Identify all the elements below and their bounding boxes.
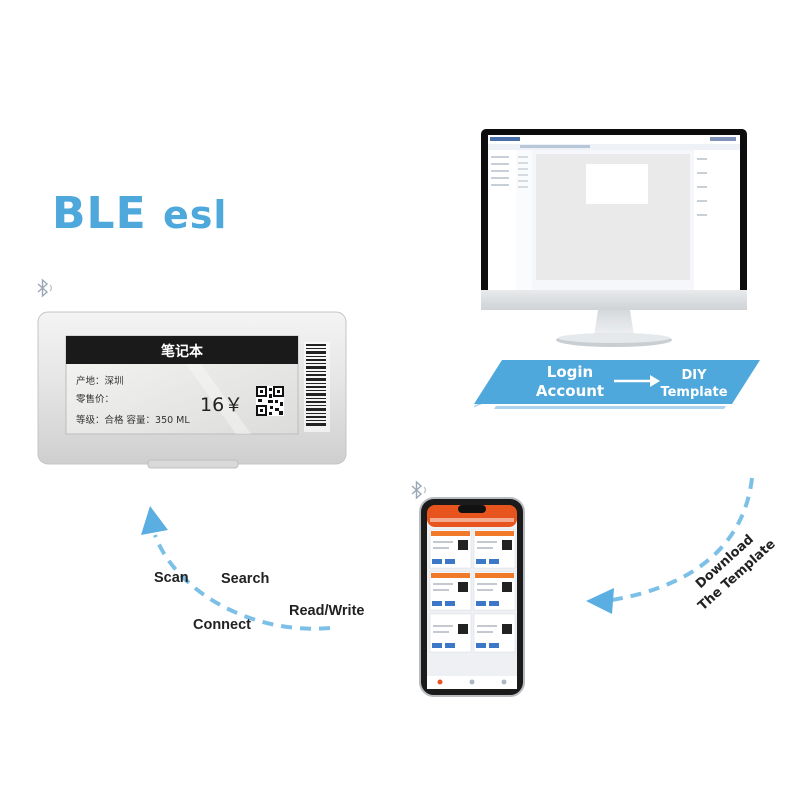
tag-product-name: 笔记本	[161, 343, 204, 360]
title-main: BLE	[52, 188, 163, 239]
app-template-grid	[429, 529, 516, 653]
step-read-write: Read/Write	[289, 603, 365, 619]
bluetooth-icon	[37, 278, 53, 298]
step-login: Login	[547, 363, 593, 381]
download-arrow-head	[586, 588, 614, 614]
step-template: Template	[660, 385, 727, 400]
step-scan: Scan	[154, 570, 189, 586]
download-arrow-path	[611, 477, 754, 602]
step-diy: DIY	[681, 368, 707, 383]
step-account: Account	[536, 382, 604, 400]
tag-grade-capacity: 等级：合格 容量：350 ML	[76, 414, 190, 426]
ble-arrow-path	[153, 534, 331, 631]
barcode-icon	[304, 342, 330, 432]
tag-retail-price-label: 零售价：	[76, 393, 114, 405]
step-connect: Connect	[193, 617, 251, 633]
title-suffix: esl	[162, 193, 228, 237]
qr-code-icon	[256, 386, 284, 416]
arrow-right-icon	[614, 375, 660, 387]
bluetooth-icon	[411, 480, 427, 500]
pc-flow-banner: Login Account DIY Template	[474, 360, 760, 409]
ble-arrow-head	[141, 506, 168, 535]
tag-origin: 产地：深圳	[76, 375, 124, 387]
tag-price: 16￥	[200, 394, 243, 416]
step-search: Search	[221, 571, 270, 587]
page-title: BLE esl	[52, 188, 227, 239]
desktop-monitor	[481, 129, 747, 347]
smartphone	[419, 497, 525, 697]
tag-header	[66, 336, 298, 364]
esl-tag-device: 笔记本 产地：深圳 零售价： 等级：合格 容量：350 ML 16￥	[37, 311, 347, 469]
